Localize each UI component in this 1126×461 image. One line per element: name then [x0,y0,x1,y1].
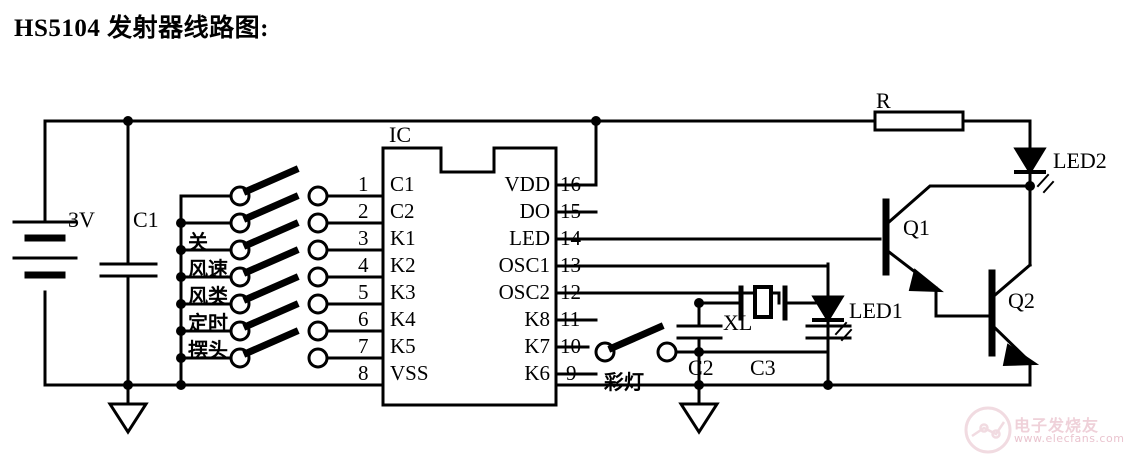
switch-label-off: 关 [188,230,208,254]
ground-symbol-xl [678,402,720,435]
pin-name-k4: K4 [390,307,416,331]
pin-number-15: 15 [560,199,581,223]
wire-pin-12-osc2 [554,291,781,305]
pin-number-8: 8 [358,361,369,385]
ic-body [381,146,558,407]
colorlight-switch-terminal-right[interactable] [656,341,678,363]
wire-q1-emitter-to-q2-base [934,286,994,318]
site-watermark: 电子发烧友 www.elecfans.com [962,404,1126,460]
switch-blade-6[interactable] [242,300,300,331]
battery-label: 3V [68,207,95,232]
q1-collector-wire [886,184,1032,225]
led2-label: LED2 [1053,148,1107,173]
ic-designator-label: IC [389,122,411,147]
switch-out-terminal-5[interactable] [307,293,329,315]
pin-name-vss: VSS [390,361,429,385]
junction-dot [176,326,186,336]
pin-number-1: 1 [358,172,369,196]
page-title: HS5104 发射器线路图: [14,15,269,42]
colorlight-switch-label: 彩灯 [604,370,644,394]
watermark-url-text: www.elecfans.com [1014,432,1125,445]
cap-c1-label: C1 [133,207,159,232]
led2-triangle [1013,147,1047,175]
colorlight-switch-blade[interactable] [607,322,665,353]
junction-dot [176,353,186,363]
pin-name-do: DO [519,199,550,223]
pin-name-led: LED [509,226,550,250]
crystal-XL-body [753,285,773,319]
junction-dot [176,272,186,282]
led2-emission-arrows [1036,173,1055,194]
switch-out-terminal-7[interactable] [307,347,329,369]
junction-dot [123,116,133,126]
switch-blade-7[interactable] [242,327,300,358]
pin-name-k7: K7 [524,334,550,358]
pin-name-c2: C2 [390,199,415,223]
switch-out-terminal-3[interactable] [307,239,329,261]
pin-name-vdd: VDD [504,172,551,196]
switch-blade-5[interactable] [242,273,300,304]
switch-out-terminal-2[interactable] [307,212,329,234]
junction-dot [176,299,186,309]
pin-name-k8: K8 [524,307,550,331]
pin-number-6: 6 [358,307,369,331]
led1-emission-arrows [834,321,853,342]
pin-name-c1: C1 [390,172,415,196]
pin-name-k5: K5 [390,334,416,358]
switch-label-oscillate: 摆头 [188,338,228,362]
switch-label-fanspeed: 风速 [188,257,228,281]
pin-number-5: 5 [358,280,369,304]
pin-number-12: 12 [560,280,581,304]
cap-c2-label: C2 [688,355,714,380]
pin-name-osc1: OSC1 [498,253,550,277]
pin-name-osc2: OSC2 [498,280,550,304]
q1-label: Q1 [903,215,930,240]
junction-dot [176,245,186,255]
pin-name-k2: K2 [390,253,416,277]
switch-label-timer: 定时 [188,311,228,335]
q2-collector-wire [992,262,1033,298]
pin-number-10: 10 [560,334,581,358]
switch-blade-4[interactable] [242,246,300,277]
pin-number-16: 16 [560,172,581,196]
switch-blade-1[interactable] [242,165,300,196]
switch-out-terminal-6[interactable] [307,320,329,342]
wire-c3-bottom [697,336,830,354]
watermark-logo-icon [964,406,1012,454]
cap-c3-label: C3 [750,355,776,380]
pin-number-14: 14 [560,226,581,250]
switch-out-terminal-4[interactable] [307,266,329,288]
watermark-cjk-text: 电子发烧友 [1014,416,1100,435]
led1-triangle [811,295,845,323]
led1-label: LED1 [849,298,903,323]
ground-symbol-left [107,402,149,435]
pin-number-13: 13 [560,253,581,277]
pin-number-9: 9 [566,361,577,385]
q2-emitter-arrow [1002,343,1040,367]
pin-name-k1: K1 [390,226,416,250]
crystal-label: XL [723,310,753,335]
q1-emitter-arrow [908,268,944,293]
switch-blade-2[interactable] [242,192,300,223]
pin-number-11: 11 [560,307,581,331]
switch-out-terminal-1[interactable] [307,185,329,207]
junction-dot [591,116,601,126]
pin-name-k3: K3 [390,280,416,304]
switch-label-fantype: 风类 [188,284,228,308]
pin-number-3: 3 [358,226,369,250]
junction-dot [823,380,833,390]
pin-name-k6: K6 [524,361,550,385]
pin-number-7: 7 [358,334,369,358]
pin-number-4: 4 [358,253,369,277]
resistor-R [873,110,965,132]
q2-label: Q2 [1008,288,1035,313]
resistor-label: R [876,88,891,113]
junction-dot [176,218,186,228]
pin-number-2: 2 [358,199,369,223]
switch-blade-3[interactable] [242,219,300,250]
